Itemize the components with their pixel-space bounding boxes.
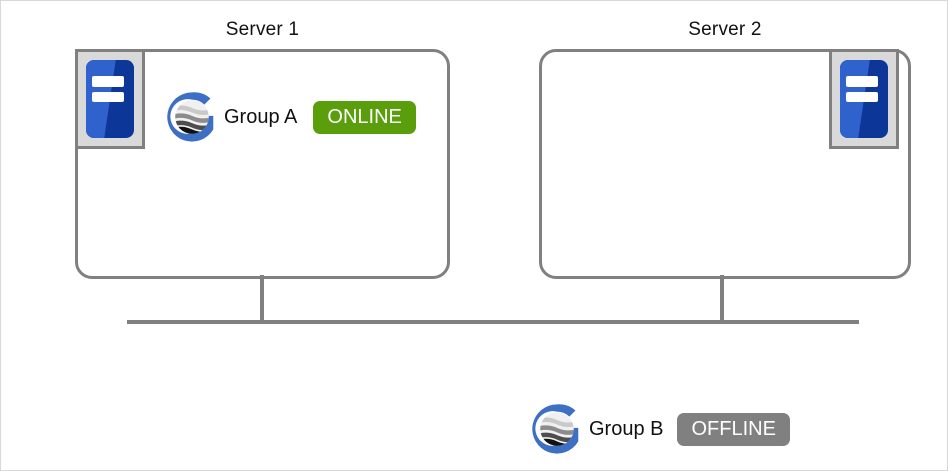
server-node-icon (75, 49, 145, 149)
server-slot-bar (92, 76, 124, 87)
server-1-title: Server 1 (225, 19, 300, 40)
server-slot-bar (92, 91, 124, 103)
server-chassis (86, 60, 134, 138)
group-a-label: Group A (224, 105, 298, 128)
server-2-title: Server 2 (688, 19, 762, 40)
group-b-status-badge[interactable]: OFFLINE (677, 412, 790, 446)
group-a-status-badge[interactable]: ONLINE (313, 100, 416, 134)
server-slot-bar (846, 91, 878, 103)
group-a-row: Group A ONLINE (164, 89, 416, 145)
group-g-logo (532, 404, 579, 454)
server-slot-bar (846, 76, 878, 87)
server-1-connector-line (260, 275, 264, 323)
network-bus-line (127, 320, 859, 324)
server-2-connector-line (720, 275, 724, 323)
group-b-row: Group B OFFLINE (529, 401, 790, 457)
server-chassis (840, 60, 888, 138)
server-node-icon (829, 49, 899, 149)
group-g-logo (167, 92, 214, 142)
group-b-label: Group B (589, 417, 664, 440)
